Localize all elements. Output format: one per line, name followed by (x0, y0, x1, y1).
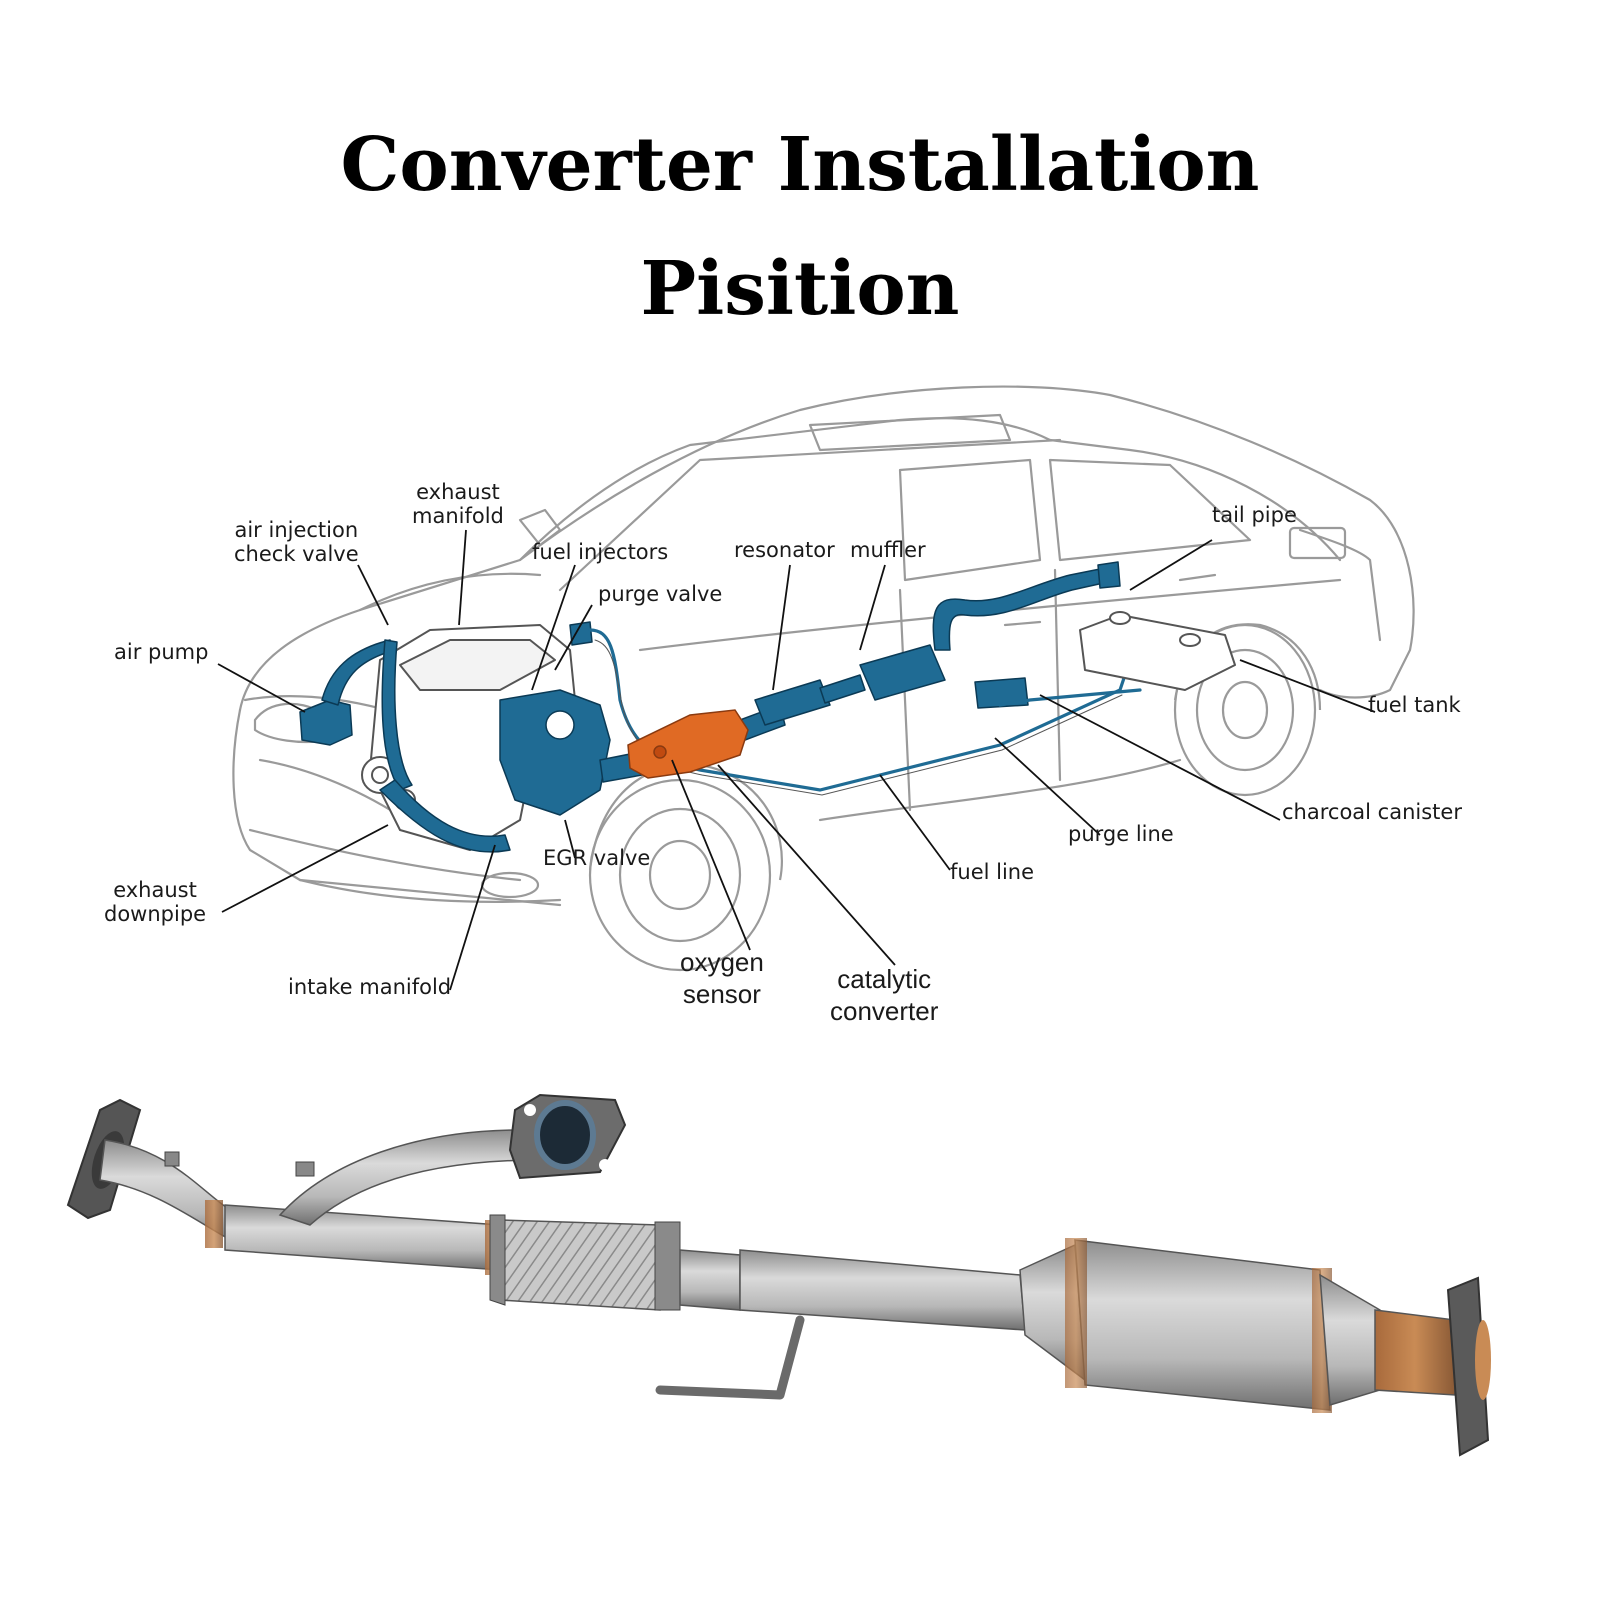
label-purge-line: purge line (1068, 822, 1174, 846)
label-fuel-injectors: fuel injectors (532, 540, 669, 564)
label-oxygen-sensor: oxygen sensor (680, 946, 764, 1010)
label-air-injection-line1: air injection (234, 518, 359, 542)
label-fuel-line: fuel line (950, 860, 1035, 884)
label-purge-valve: purge valve (598, 582, 723, 606)
label-muffler: muffler (850, 538, 926, 562)
label-charcoal-canister: charcoal canister (1282, 800, 1462, 824)
fuel-tank (1079, 611, 1236, 691)
catalytic-converter-highlight (627, 709, 749, 779)
label-exhaust-manifold-line2: manifold (412, 504, 504, 528)
emission-system (299, 561, 1121, 853)
label-exhaust-downpipe: exhaust downpipe (104, 878, 206, 926)
label-oxygen-sensor-line1: oxygen (680, 947, 764, 977)
product-exhaust-pipe (66, 1093, 1491, 1457)
label-resonator: resonator (734, 538, 835, 562)
page-title-line-1: Converter Installation (340, 122, 1260, 208)
page-title-line-2: Pisition (640, 246, 960, 332)
fuel-lines-outline (594, 639, 1123, 796)
label-catalytic-converter-line1: catalytic (837, 964, 932, 994)
label-air-injection-check-valve: air injection check valve (234, 518, 359, 566)
label-tail-pipe: tail pipe (1212, 503, 1297, 527)
label-exhaust-manifold: exhaust manifold (412, 480, 504, 528)
label-air-pump: air pump (114, 640, 209, 664)
car-outline (232, 385, 1415, 907)
label-exhaust-downpipe-line2: downpipe (104, 902, 207, 926)
label-oxygen-sensor-line2: sensor (682, 979, 761, 1009)
label-catalytic-converter: catalytic converter (830, 963, 938, 1027)
label-catalytic-converter-line2: converter (830, 996, 939, 1026)
label-exhaust-downpipe-line1: exhaust (113, 878, 197, 902)
label-exhaust-manifold-line1: exhaust (416, 480, 500, 504)
label-fuel-tank: fuel tank (1368, 693, 1461, 717)
label-egr-valve: EGR valve (543, 846, 651, 870)
label-intake-manifold: intake manifold (288, 975, 452, 999)
leader-lines (217, 529, 1376, 991)
label-air-injection-line2: check valve (234, 542, 359, 566)
